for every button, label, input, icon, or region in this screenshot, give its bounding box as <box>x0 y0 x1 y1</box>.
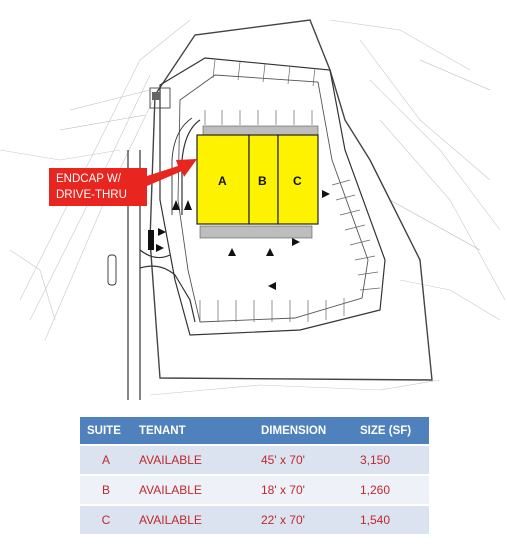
cell-dimension: 45' x 70' <box>254 446 353 474</box>
cell-dimension: 22' x 70' <box>254 506 353 534</box>
cell-tenant: AVAILABLE <box>132 506 254 534</box>
table-row: A AVAILABLE 45' x 70' 3,150 <box>80 446 429 474</box>
suite-c-block <box>277 134 319 225</box>
table-header-row: SUITE TENANT DIMENSION SIZE (SF) <box>80 417 429 444</box>
col-header-dimension: DIMENSION <box>254 417 353 444</box>
cell-suite: B <box>80 476 132 504</box>
table-row: B AVAILABLE 18' x 70' 1,260 <box>80 476 429 504</box>
col-header-suite: SUITE <box>80 417 132 444</box>
cell-size: 3,150 <box>353 446 429 474</box>
suite-c-label: C <box>293 174 302 188</box>
table-row: C AVAILABLE 22' x 70' 1,540 <box>80 506 429 534</box>
cell-dimension: 18' x 70' <box>254 476 353 504</box>
cell-tenant: AVAILABLE <box>132 476 254 504</box>
suite-a-block <box>196 134 250 225</box>
callout-line-2: DRIVE-THRU <box>56 189 127 201</box>
suite-a-label: A <box>218 174 227 188</box>
cell-tenant: AVAILABLE <box>132 446 254 474</box>
building-footprint <box>196 134 319 225</box>
suite-b-label: B <box>258 174 267 188</box>
cell-size: 1,260 <box>353 476 429 504</box>
col-header-tenant: TENANT <box>132 417 254 444</box>
cell-suite: C <box>80 506 132 534</box>
callout-line-1: ENDCAP W/ <box>56 173 121 185</box>
suite-availability-table: SUITE TENANT DIMENSION SIZE (SF) A AVAIL… <box>80 417 429 534</box>
endcap-drive-thru-callout: ENDCAP W/ DRIVE-THRU <box>49 168 147 206</box>
col-header-size: SIZE (SF) <box>353 417 429 444</box>
cell-suite: A <box>80 446 132 474</box>
site-plan-drawing <box>0 19 506 400</box>
cell-size: 1,540 <box>353 506 429 534</box>
